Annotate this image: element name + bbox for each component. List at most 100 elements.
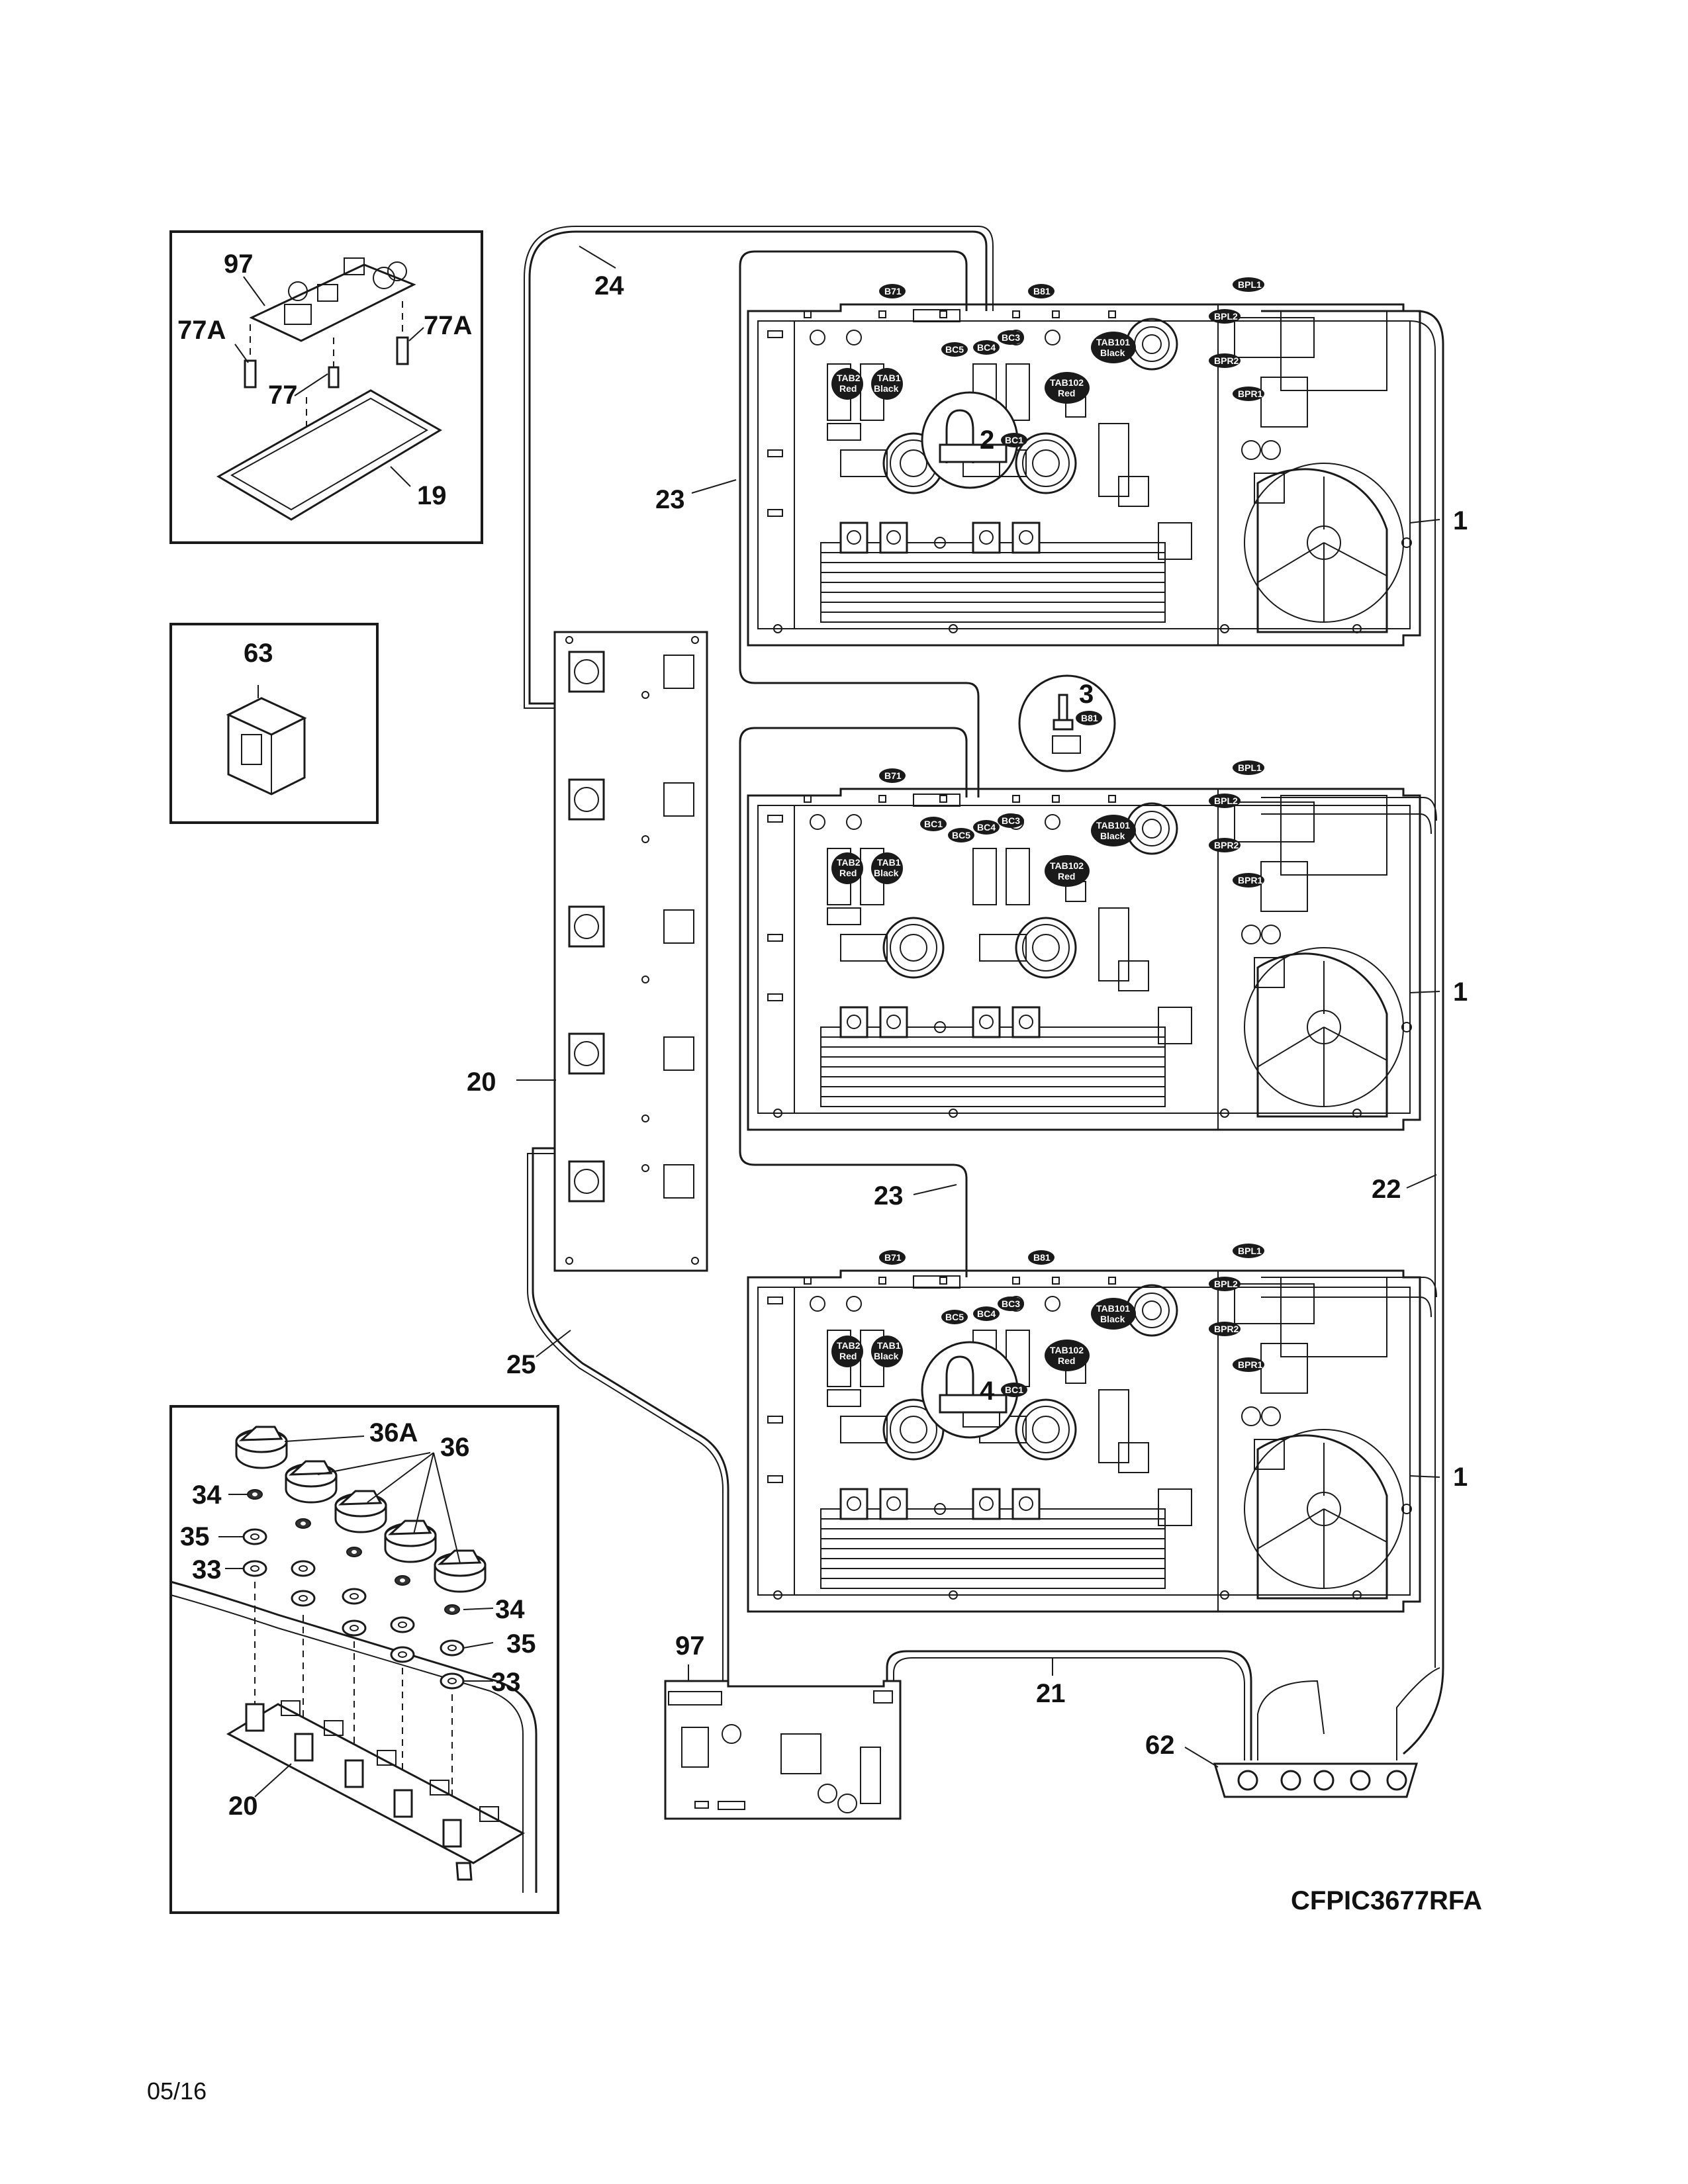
- tag-bc1-top: BC1: [1005, 435, 1023, 445]
- tag-tab101-mid: TAB101: [1096, 820, 1130, 831]
- tag-tab2-bot: TAB2: [837, 1340, 861, 1351]
- callout-22: 22: [1372, 1175, 1401, 1204]
- callout-23-middle: 23: [874, 1181, 904, 1210]
- power-board-middle: [747, 788, 1421, 1131]
- tag-tab101-top: TAB101: [1096, 337, 1130, 347]
- tag-tab101-bot: TAB101: [1096, 1303, 1130, 1314]
- board-tags-bottom: BPL1 BPL2 BPR2 BPR1 B71 B81 BC3 BC4 BC5 …: [831, 1244, 1264, 1397]
- callout-35-left: 35: [180, 1522, 210, 1551]
- power-board-top: [747, 303, 1421, 647]
- callout-2: 2: [980, 426, 994, 455]
- tag-tab1-color-mid: Black: [874, 868, 899, 878]
- callout-77a-left: 77A: [177, 316, 226, 345]
- tag-b81-top: B81: [1033, 286, 1051, 296]
- tag-b71-mid: B71: [884, 770, 902, 781]
- ui-control-board-20: [553, 631, 708, 1272]
- terminal-block-62: [1213, 1762, 1419, 1798]
- tag-b81-mid: B81: [1081, 713, 1098, 723]
- power-board-bottom: [747, 1269, 1421, 1613]
- callout-21: 21: [1036, 1679, 1066, 1708]
- tag-tab1-mid: TAB1: [877, 857, 901, 868]
- callout-36a: 36A: [369, 1418, 418, 1447]
- callout-19: 19: [417, 481, 447, 510]
- callout-1-bottom: 1: [1453, 1463, 1468, 1492]
- main-callouts: 24 23 2 3 4 1 1 1 22 20 23 25 97 21 62: [467, 246, 1468, 1768]
- tag-bc3-mid: BC3: [1002, 815, 1020, 826]
- tag-tab2-color-top: Red: [839, 383, 857, 394]
- detail-bubble-4: [921, 1341, 1019, 1439]
- tag-bc4-top: BC4: [977, 342, 996, 353]
- tag-bpr1-bot: BPR1: [1238, 1359, 1263, 1370]
- callout-1-top: 1: [1453, 506, 1468, 535]
- callout-36: 36: [440, 1433, 470, 1462]
- callout-62: 62: [1145, 1731, 1175, 1760]
- tag-bc1-mid: BC1: [924, 819, 943, 829]
- tag-bc5-mid: BC5: [952, 830, 970, 841]
- callout-4: 4: [980, 1377, 995, 1406]
- tag-bc4-mid: BC4: [977, 822, 996, 833]
- callout-35-right: 35: [506, 1629, 536, 1659]
- tag-b71-top: B71: [884, 286, 902, 296]
- board-tags-top: BPL1 BPL2 BPR2 BPR1 B71 B81 BC3 BC4 BC5 …: [831, 277, 1264, 447]
- callout-63: 63: [244, 639, 273, 668]
- tag-tab1-color-top: Black: [874, 383, 899, 394]
- tag-bc5-top: BC5: [945, 344, 964, 355]
- callout-25: 25: [506, 1350, 536, 1379]
- tag-tab101-color-top: Black: [1100, 347, 1125, 358]
- tag-tab102-color-bot: Red: [1058, 1355, 1075, 1366]
- model-number: CFPIC3677RFA: [1291, 1886, 1482, 1915]
- callout-20-middle: 20: [467, 1068, 496, 1097]
- detail-bubble-2: [921, 391, 1019, 489]
- tag-bpl2-top: BPL2: [1214, 311, 1238, 322]
- revision-date: 05/16: [147, 2077, 207, 2105]
- callout-34-left: 34: [192, 1480, 222, 1510]
- tag-bpr1-top: BPR1: [1238, 388, 1263, 399]
- tag-tab102-top: TAB102: [1050, 377, 1084, 388]
- tag-tab102-mid: TAB102: [1050, 860, 1084, 871]
- callout-97-bottom: 97: [675, 1631, 705, 1661]
- callout-23-top: 23: [655, 485, 685, 514]
- tag-bc4-bot: BC4: [977, 1308, 996, 1319]
- tag-tab2-color-bot: Red: [839, 1351, 857, 1361]
- tag-tab102-bot: TAB102: [1050, 1345, 1084, 1355]
- tag-bc3-bot: BC3: [1002, 1298, 1020, 1309]
- tag-tab1-top: TAB1: [877, 373, 901, 383]
- tag-bpr2-bot: BPR2: [1214, 1324, 1239, 1334]
- tag-bpl1-mid: BPL1: [1238, 762, 1262, 773]
- tag-tab2-top: TAB2: [837, 373, 861, 383]
- callout-34-right: 34: [495, 1595, 525, 1624]
- tag-tab2-color-mid: Red: [839, 868, 857, 878]
- tag-tab102-color-mid: Red: [1058, 871, 1075, 882]
- callout-20-bottom: 20: [228, 1792, 258, 1821]
- tag-bpl2-mid: BPL2: [1214, 796, 1238, 806]
- detail-bubble-3: [1018, 674, 1116, 772]
- tag-b81-bot: B81: [1033, 1252, 1051, 1263]
- callout-24: 24: [594, 271, 624, 300]
- tag-b71-bot: B71: [884, 1252, 902, 1263]
- ui-power-board-97-bottom: [664, 1680, 902, 1820]
- callout-3: 3: [1079, 680, 1094, 709]
- tag-bc1-bot: BC1: [1005, 1385, 1023, 1395]
- wire-harnesses: [524, 226, 1444, 1760]
- callout-1-middle: 1: [1453, 978, 1468, 1007]
- board-tags-middle: BPL1 BPL2 BPR2 BPR1 B71 B81 BC3 BC4 BC5 …: [831, 711, 1264, 887]
- tag-bpl1-bot: BPL1: [1238, 1246, 1262, 1256]
- tag-bc5-bot: BC5: [945, 1312, 964, 1322]
- tag-tab101-color-bot: Black: [1100, 1314, 1125, 1324]
- inset-control-knobs: 36A 36 34 35 33 34 35 33 20: [169, 1405, 559, 1914]
- tag-tab101-color-mid: Black: [1100, 831, 1125, 841]
- tag-bpr1-mid: BPR1: [1238, 875, 1263, 886]
- tag-bpr2-mid: BPR2: [1214, 840, 1239, 850]
- inset-ferrite-core: 63: [169, 623, 379, 824]
- callout-77a-right: 77A: [424, 311, 472, 340]
- tag-bc3-top: BC3: [1002, 332, 1020, 343]
- tag-bpl1-top: BPL1: [1238, 279, 1262, 290]
- inset-ui-board-assembly: 97 77A 77A 77 19: [169, 230, 483, 544]
- tag-bpl2-bot: BPL2: [1214, 1279, 1238, 1289]
- tag-tab2-mid: TAB2: [837, 857, 861, 868]
- callout-77: 77: [268, 381, 298, 410]
- callout-33-right: 33: [491, 1668, 521, 1697]
- tag-tab1-bot: TAB1: [877, 1340, 901, 1351]
- tag-tab1-color-bot: Black: [874, 1351, 899, 1361]
